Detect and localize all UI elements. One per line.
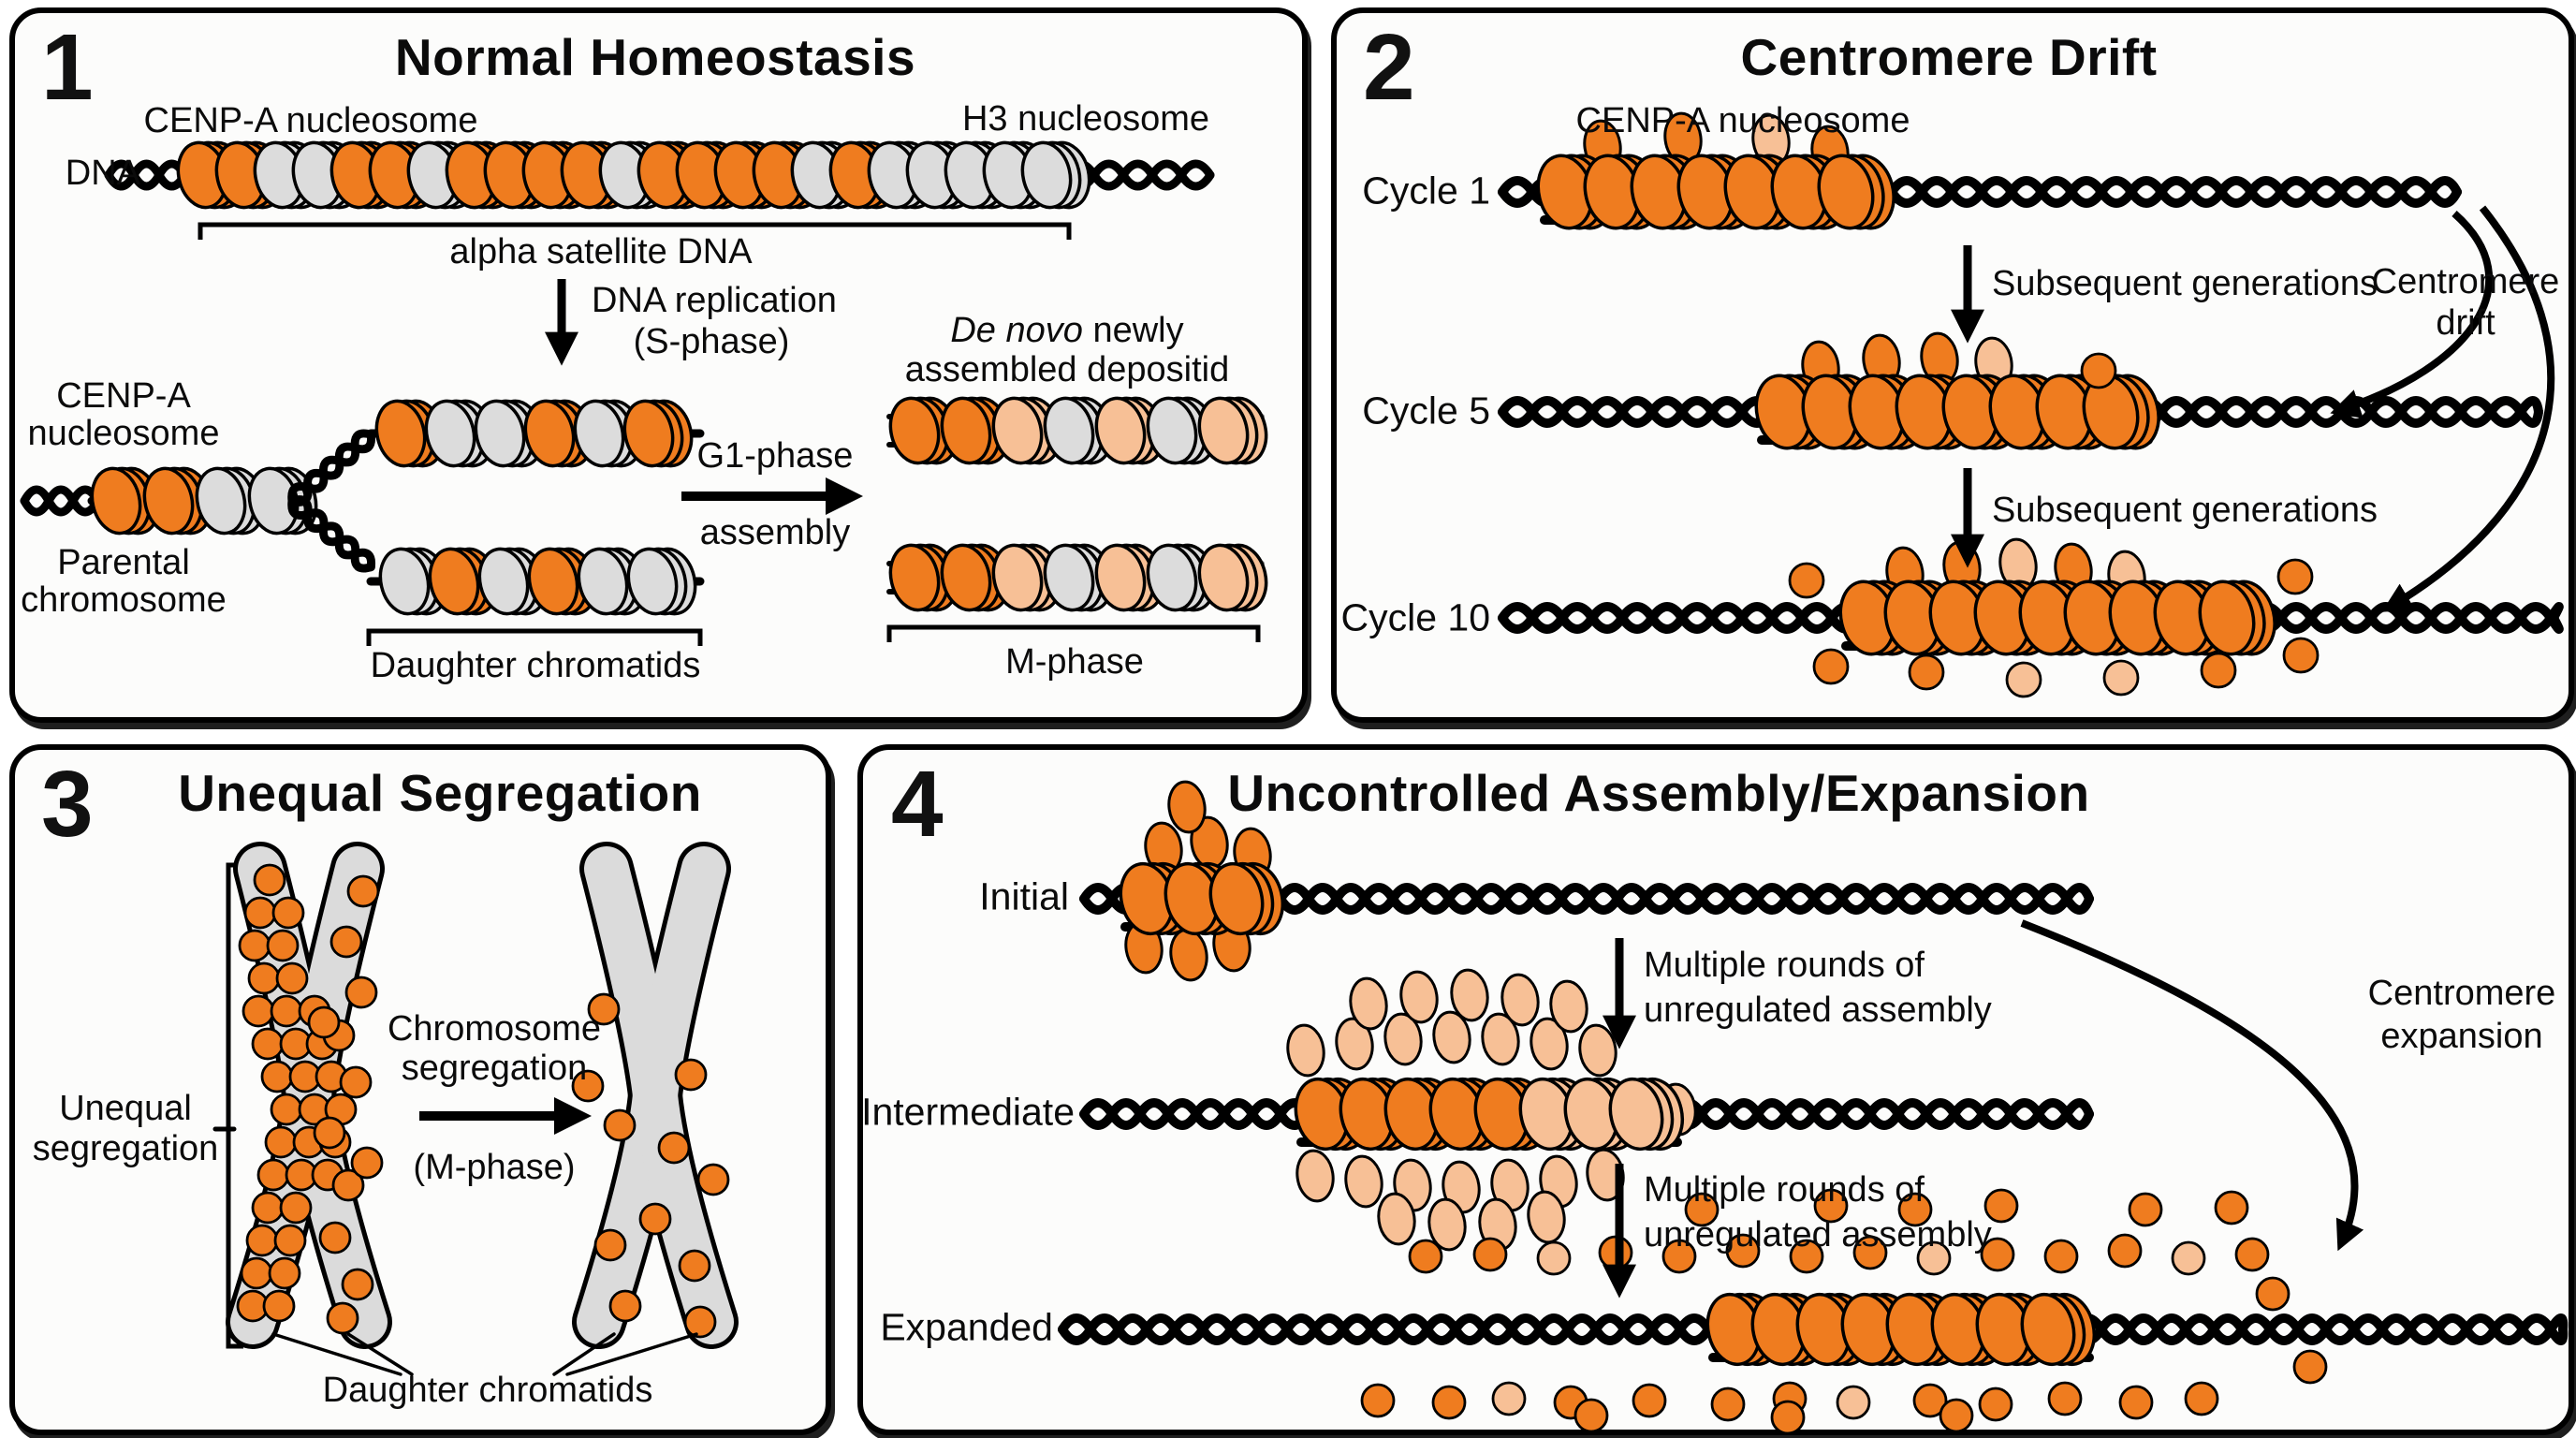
label-cycle-5: Cycle 5 <box>1362 389 1490 433</box>
label-s-phase: (S-phase) <box>633 322 790 362</box>
label-cenpa-nucleosome-top: CENP-A nucleosome <box>143 101 478 141</box>
label-parental-line2: chromosome <box>21 580 227 621</box>
label-cycle-10: Cycle 10 <box>1340 595 1490 639</box>
label-chromosome-segregation-line2: segregation <box>401 1049 588 1089</box>
label-subsequent-generations-1: Subsequent generations <box>1992 264 2378 304</box>
label-g1-assembly: assembly <box>699 513 851 553</box>
label-intermediate: Intermediate <box>861 1090 1075 1134</box>
label-g1-phase: G1-phase <box>696 436 854 477</box>
label-h3-nucleosome: H3 nucleosome <box>961 99 1210 139</box>
panel-2-number: 2 <box>1363 15 1415 120</box>
label-de-novo-italic: De novo <box>950 311 1083 351</box>
label-chromosome-segregation-line1: Chromosome <box>387 1009 602 1049</box>
label-centromere-drift-line2: drift <box>2436 303 2496 344</box>
label-multiple-rounds-1a: Multiple rounds of <box>1644 946 1925 986</box>
label-multiple-rounds-2b: unregulated assembly <box>1644 1215 1992 1255</box>
label-dna: DNA <box>65 154 140 194</box>
label-de-novo-line2: assembled depositid <box>904 350 1230 390</box>
label-de-novo-rest: newly <box>1082 311 1184 351</box>
label-cenpa-line1: CENP-A <box>56 376 191 417</box>
panel-3-number: 3 <box>41 752 94 857</box>
panel-2-title: Centromere Drift <box>1740 28 2158 87</box>
label-cenpa-line2: nucleosome <box>27 414 220 454</box>
label-daughter-chromatids-p3: Daughter chromatids <box>322 1371 653 1411</box>
label-m-phase: M-phase <box>1005 642 1144 682</box>
label-de-novo-line1: De novo newly <box>950 311 1184 351</box>
label-m-phase-p3: (M-phase) <box>413 1148 576 1188</box>
label-cenpa-nucleosome-p2: CENP-A nucleosome <box>1575 101 1910 141</box>
label-centromere-expansion-line1: Centromere <box>2367 974 2556 1014</box>
panel-4-number: 4 <box>891 752 944 857</box>
panel-4-title: Uncontrolled Assembly/Expansion <box>1227 764 2090 823</box>
label-parental-line1: Parental <box>57 543 190 583</box>
label-dna-replication: DNA replication <box>592 281 837 321</box>
label-centromere-expansion-line2: expansion <box>2380 1017 2543 1057</box>
label-subsequent-generations-2: Subsequent generations <box>1992 491 2378 531</box>
label-unequal-line1: Unequal <box>59 1089 192 1129</box>
panel-1-number: 1 <box>41 15 94 120</box>
label-alpha-satellite-dna: alpha satellite DNA <box>449 232 753 272</box>
label-multiple-rounds-2a: Multiple rounds of <box>1644 1170 1925 1211</box>
panel-1-title: Normal Homeostasis <box>394 28 916 87</box>
label-unequal-line2: segregation <box>32 1129 219 1169</box>
label-initial: Initial <box>979 874 1069 918</box>
label-daughter-chromatids-p1: Daughter chromatids <box>370 646 701 686</box>
panel-3-title: Unequal Segregation <box>178 764 702 823</box>
label-cycle-1: Cycle 1 <box>1362 169 1490 213</box>
label-multiple-rounds-1b: unregulated assembly <box>1644 990 1992 1031</box>
label-centromere-drift-line1: Centromere <box>2371 262 2560 302</box>
label-expanded: Expanded <box>880 1305 1053 1349</box>
